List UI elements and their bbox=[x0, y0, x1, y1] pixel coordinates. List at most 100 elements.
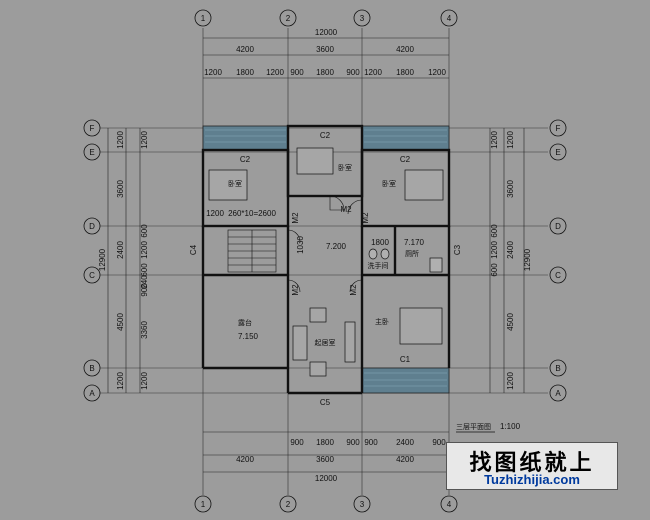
door-tag-m2-d: M2 bbox=[291, 284, 300, 296]
watermark: 找图纸就上 Tuzhizhijia.com bbox=[446, 442, 618, 490]
dim-right-total: 12900 bbox=[523, 248, 532, 271]
elevation-hall: 7.200 bbox=[326, 242, 347, 251]
top-dimensions: 12000 4200 3600 4200 1200 1800 1200 900 … bbox=[204, 28, 446, 77]
room-washroom: 洗手间 bbox=[368, 261, 389, 270]
dim-left-bay-2: 3600 bbox=[116, 180, 125, 198]
door-swings bbox=[287, 195, 363, 293]
axis-top-1: 1 bbox=[201, 14, 206, 23]
dim-left-detail-4: 600 bbox=[140, 263, 149, 277]
dim-left-bay-3: 2400 bbox=[116, 241, 125, 259]
window-tag-c2-middle: C2 bbox=[320, 131, 331, 140]
axis-right-A: A bbox=[555, 389, 561, 398]
door-tag-m2-a: M2 bbox=[340, 205, 352, 214]
dim-top-bay-2: 3600 bbox=[316, 45, 334, 54]
axis-bottom-1: 1 bbox=[201, 500, 206, 509]
dim-bottom-detail-2: 1800 bbox=[316, 438, 334, 447]
door-tag-m2-b: M2 bbox=[291, 212, 300, 224]
dim-top-bay-3: 4200 bbox=[396, 45, 414, 54]
dim-left-detail-3: 1200 bbox=[140, 241, 149, 259]
axis-right-E: E bbox=[555, 148, 560, 157]
window-tag-c1: C1 bbox=[400, 355, 411, 364]
room-bedroom-right: 卧室 bbox=[382, 179, 396, 188]
window-tag-c2-left: C2 bbox=[240, 155, 251, 164]
dim-right-bay-5: 1200 bbox=[506, 372, 515, 390]
misc-notes: 1200 260*10=2600 1030 1800 bbox=[206, 209, 389, 254]
dim-left-detail-1: 1200 bbox=[140, 131, 149, 149]
room-lounge: 起居室 bbox=[315, 338, 336, 347]
dim-bottom-detail-3: 900 bbox=[346, 438, 360, 447]
dim-right-bay-3: 2400 bbox=[506, 241, 515, 259]
dim-top-detail-1: 1200 bbox=[204, 68, 222, 77]
room-master-bedroom: 主卧 bbox=[375, 317, 389, 326]
room-terrace: 露台 bbox=[238, 318, 252, 327]
axis-left-C: C bbox=[89, 271, 95, 280]
axis-top-4: 4 bbox=[447, 14, 452, 23]
axis-right-C: C bbox=[555, 271, 561, 280]
window-tag-c4: C4 bbox=[189, 244, 198, 255]
axis-bubbles bbox=[83, 9, 567, 513]
dim-left-detail-8: 1200 bbox=[140, 372, 149, 390]
dim-right-bay-4: 4500 bbox=[506, 313, 515, 331]
window-tag-c2-right: C2 bbox=[400, 155, 411, 164]
door-tags: M2 M2 M2 M2 M2 bbox=[291, 205, 370, 296]
axis-bottom-2: 2 bbox=[286, 500, 291, 509]
dim-left-detail-6: 240 bbox=[140, 275, 149, 289]
balcony-hatch-pattern bbox=[205, 129, 447, 387]
dim-top-detail-2: 1800 bbox=[236, 68, 254, 77]
right-dimensions: 12900 1200 3600 2400 4500 1200 1200 600 … bbox=[490, 131, 532, 390]
dim-bottom-detail-5: 2400 bbox=[396, 438, 414, 447]
dim-left-bay-5: 1200 bbox=[116, 372, 125, 390]
dim-left-detail-5: 900 bbox=[140, 283, 149, 297]
bathroom-fixtures bbox=[368, 248, 443, 273]
door-tag-m2-c: M2 bbox=[361, 212, 370, 224]
elevation-toilet: 7.170 bbox=[404, 238, 425, 247]
dim-bottom-detail-4: 900 bbox=[364, 438, 378, 447]
dim-right-detail-4: 600 bbox=[490, 263, 499, 277]
window-tag-c5: C5 bbox=[320, 398, 331, 407]
axis-top-2: 2 bbox=[286, 14, 291, 23]
axis-right-D: D bbox=[555, 222, 561, 231]
dim-right-bay-1: 1200 bbox=[506, 131, 515, 149]
dim-right-bay-2: 3600 bbox=[506, 180, 515, 198]
staircase bbox=[227, 229, 277, 273]
dim-bottom-total: 12000 bbox=[315, 474, 338, 483]
beds bbox=[208, 147, 444, 345]
axis-left-A: A bbox=[89, 389, 95, 398]
watermark-en: Tuzhizhijia.com bbox=[484, 472, 580, 487]
window-tags: C2 C2 C2 C1 C3 C4 C5 bbox=[189, 131, 462, 407]
dim-left-total: 12900 bbox=[98, 248, 107, 271]
dimension-lines bbox=[107, 37, 525, 473]
dim-top-bay-1: 4200 bbox=[236, 45, 254, 54]
axis-right-B: B bbox=[555, 364, 560, 373]
axis-left-D: D bbox=[89, 222, 95, 231]
door-tag-m2-e: M2 bbox=[349, 284, 358, 296]
dim-top-detail-5: 1800 bbox=[316, 68, 334, 77]
axis-left-B: B bbox=[89, 364, 94, 373]
dim-top-detail-4: 900 bbox=[290, 68, 304, 77]
dim-bottom-detail-6: 900 bbox=[432, 438, 446, 447]
dim-left-detail-7: 3360 bbox=[140, 321, 149, 339]
walls bbox=[201, 124, 451, 395]
dim-right-detail-2: 600 bbox=[490, 224, 499, 238]
note-stair-dim: 1030 bbox=[296, 236, 305, 254]
dim-top-detail-6: 900 bbox=[346, 68, 360, 77]
room-labels: 卧室 卧室 卧室 主卧 露台 起居室 洗手间 厕所 bbox=[228, 163, 419, 347]
dim-bottom-detail-1: 900 bbox=[290, 438, 304, 447]
axis-right-F: F bbox=[556, 124, 561, 133]
dim-bottom-bay-1: 4200 bbox=[236, 455, 254, 464]
room-bedroom-left: 卧室 bbox=[228, 179, 242, 188]
bottom-dimensions: 900 1800 900 900 2400 900 4200 3600 4200… bbox=[236, 438, 446, 483]
dim-bottom-bay-3: 4200 bbox=[396, 455, 414, 464]
elevation-terrace: 7.150 bbox=[238, 332, 259, 341]
note-bay-window: 1200 bbox=[206, 209, 224, 218]
axis-bottom-3: 3 bbox=[360, 500, 365, 509]
dim-left-bay-4: 4500 bbox=[116, 313, 125, 331]
dim-top-detail-9: 1200 bbox=[428, 68, 446, 77]
dim-left-bay-1: 1200 bbox=[116, 131, 125, 149]
elevation-labels: 7.150 7.200 7.170 bbox=[238, 238, 425, 341]
plan-title-block: 三层平面图 1:100 bbox=[456, 422, 521, 433]
axis-bottom-4: 4 bbox=[447, 500, 452, 509]
dim-right-detail-1: 1200 bbox=[490, 131, 499, 149]
